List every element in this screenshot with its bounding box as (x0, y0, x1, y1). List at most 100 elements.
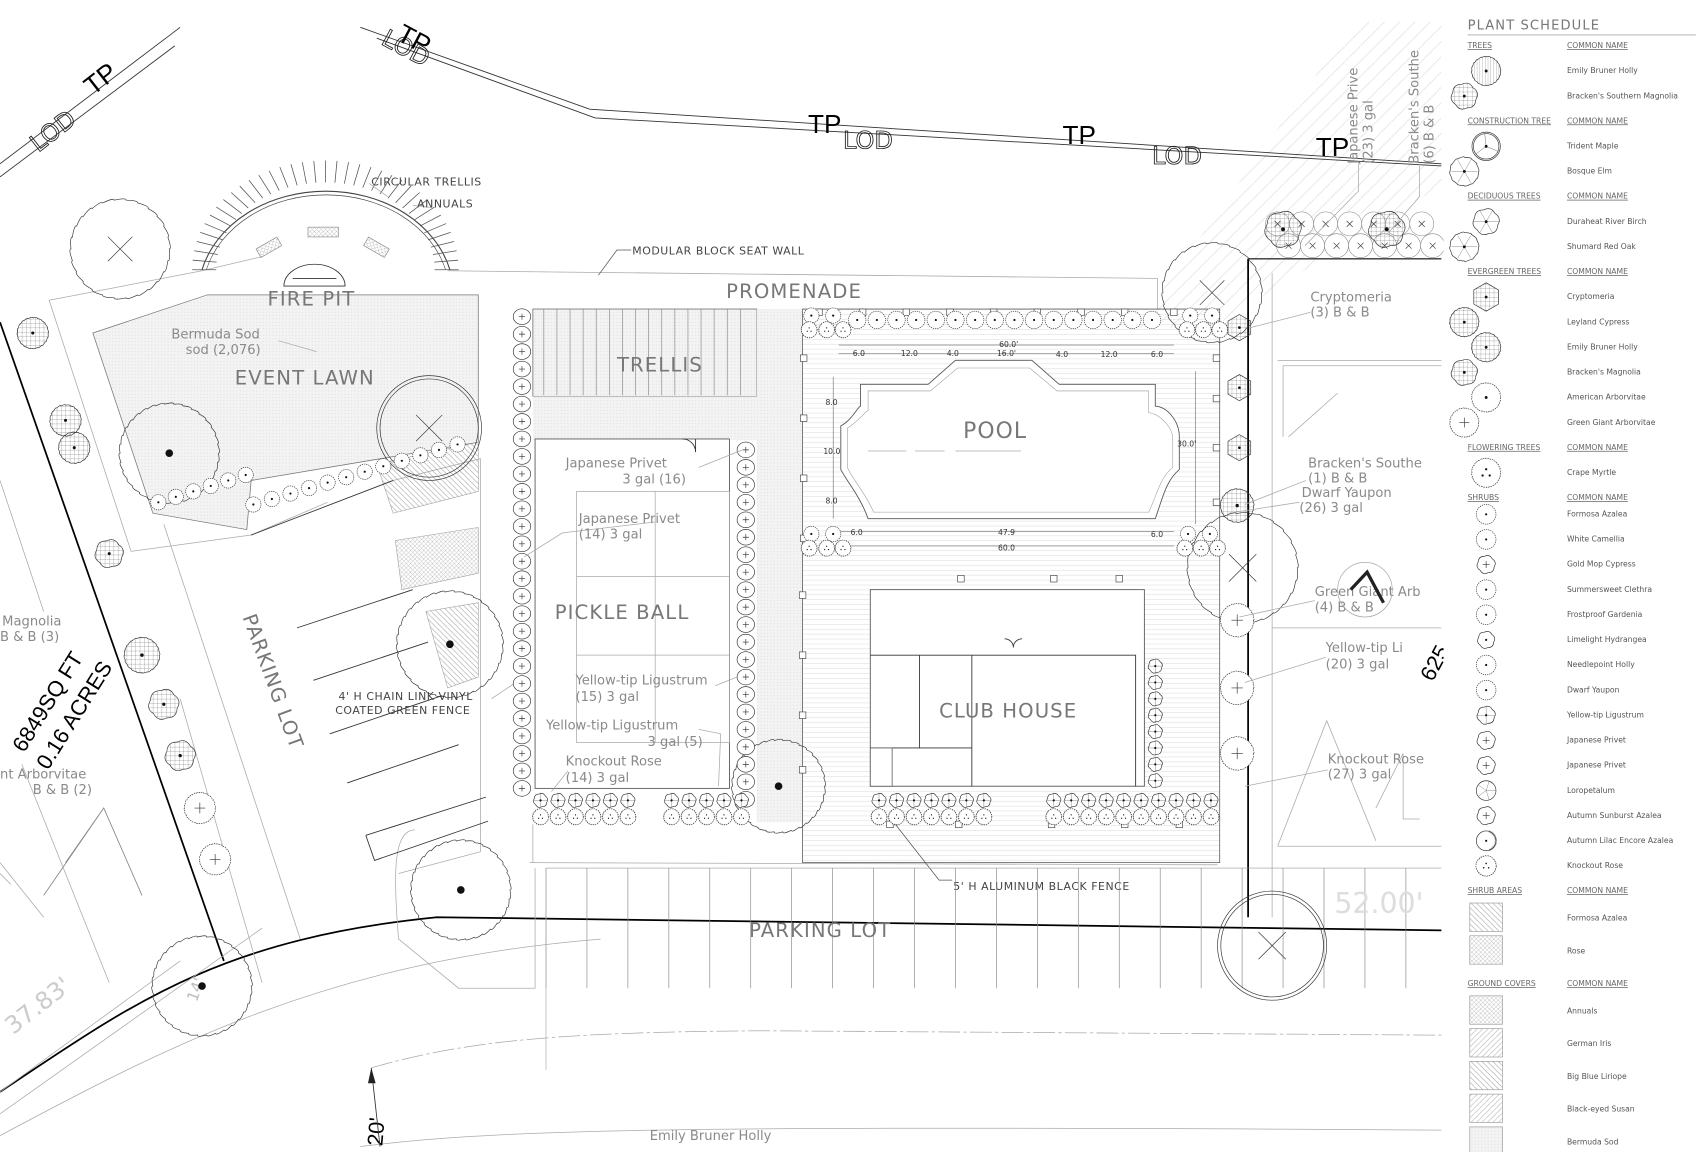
yellow-tip-ligustrum-icon (1147, 740, 1163, 756)
legend-symbol-icon (1476, 806, 1496, 826)
legend-plant-name: Needlepoint Holly (1567, 660, 1635, 669)
knockout-rose-icon (1185, 808, 1202, 826)
legend-common-name-heading: COMMON NAME (1567, 41, 1628, 50)
legend-symbol-icon (1476, 756, 1496, 775)
knockout-rose-icon (870, 808, 888, 826)
yellow-tip-ligustrum-icon (1133, 792, 1149, 809)
japanese-privet-icon (736, 511, 755, 528)
japanese-privet-icon (512, 325, 532, 343)
evergreen-tree-icon (1227, 374, 1252, 402)
yellow-tip-ligustrum-icon (923, 792, 940, 809)
dwarf-yaupon-icon (1123, 310, 1142, 330)
yellow-tip-ligustrum-icon (620, 792, 636, 809)
japanese-privet-icon (512, 535, 532, 552)
dwarf-yaupon-icon (825, 307, 842, 324)
yellow-tip-ligustrum-icon (871, 792, 887, 809)
shrub-icon (1337, 211, 1362, 237)
legend-group-heading: EVERGREEN TREES (1468, 267, 1542, 276)
legend-common-name-heading: COMMON NAME (1567, 443, 1628, 452)
pool-dimension-label: 4.0 (1056, 350, 1068, 359)
knockout-rose-icon (715, 808, 733, 826)
knockout-rose-icon (834, 539, 852, 557)
aluminum-fence-label: 5' H ALUMINUM BLACK FENCE (953, 880, 1129, 893)
legend-plant-name: Japanese Privet (1566, 761, 1626, 770)
yellow-tip-ligustrum-icon (602, 792, 619, 809)
pool-dimension-label: 30.0' (1177, 440, 1196, 449)
legend-symbol-icon (1475, 604, 1497, 625)
knockout-rose-icon (1202, 808, 1220, 826)
legend-symbol-icon (1475, 830, 1497, 852)
knockout-rose-icon (1178, 321, 1196, 339)
dwarf-yaupon-icon (1182, 307, 1199, 324)
seat-wall-leader (598, 249, 632, 276)
legend-symbol-icon (1449, 307, 1480, 338)
yellow-tip-ligustrum-icon (1115, 792, 1132, 809)
walkway (756, 309, 803, 823)
evergreen-tree-icon (1220, 736, 1255, 771)
japanese-privet-icon (512, 483, 532, 500)
knockout-rose-icon (698, 808, 715, 826)
knockout-rose-icon (1176, 539, 1194, 557)
legend-symbol-icon (1471, 332, 1502, 363)
japanese-privet-icon (512, 780, 532, 797)
knockout-rose-icon (1062, 808, 1080, 826)
knockout-rose-icon (800, 321, 818, 339)
formosa-azalea-icon (431, 441, 447, 458)
tree-icon (395, 590, 504, 699)
pool-dimension-label: 16.0' (997, 349, 1016, 358)
yellow-tip-ligustrum-icon (550, 792, 566, 809)
dwarf-yaupon-icon (926, 310, 945, 330)
knockout-rose-icon (922, 808, 940, 826)
yellow-tip-ligustrum-icon (1185, 792, 1202, 809)
legend-plant-name: Cryptomeria (1567, 292, 1615, 301)
legend-group-heading: FLOWERING TREES (1468, 443, 1541, 452)
knockout-rose-icon (715, 808, 733, 826)
knockout-rose-icon (584, 808, 602, 826)
pool-dimension-label: 8.0 (826, 496, 838, 505)
knockout-rose-icon (1062, 808, 1080, 826)
trellis-slats (543, 309, 741, 396)
knockout-rose-icon (1097, 808, 1115, 826)
dwarf-yaupon-icon (848, 310, 867, 330)
knockout-rose-icon (1192, 539, 1210, 557)
yellow-tip-ligustrum-icon (733, 792, 750, 809)
knockout-rose-icon (1192, 539, 1210, 557)
knockout-rose-icon (619, 808, 637, 826)
plant-callout-label: Bracken's Southe (1407, 50, 1422, 164)
evergreen-tree-icon (49, 404, 82, 437)
plant-callout-label: (26) 3 gal (1299, 501, 1363, 516)
legend-plant-name: Dwarf Yaupon (1567, 685, 1620, 694)
evergreen-tree-icon (199, 843, 232, 876)
dimension-37-83: 37.83' (0, 971, 76, 1039)
dwarf-yaupon-icon (803, 525, 820, 542)
legend-symbol-icon (1475, 855, 1497, 877)
japanese-privet-icon (736, 703, 755, 721)
hatched-buffer-zone (1135, 21, 1442, 328)
plant-callout-label: B & B (3) (0, 630, 59, 645)
dwarf-yaupon-icon (1204, 307, 1221, 324)
knockout-rose-icon (1080, 808, 1098, 826)
legend-plant-name: Bosque Elm (1567, 167, 1612, 176)
japanese-privet-icon (736, 756, 755, 773)
legend-symbol-icon (1471, 382, 1502, 413)
legend-group-heading: SHRUB AREAS (1468, 886, 1523, 895)
knockout-rose-icon (1115, 808, 1133, 826)
yellow-tip-ligustrum-icon (1150, 792, 1167, 809)
plant-callout-label: Magnolia (2, 615, 61, 630)
seat-wall-label: MODULAR BLOCK SEAT WALL (632, 244, 804, 257)
legend-plant-name: Duraheat River Birch (1567, 217, 1647, 226)
tree-icon (731, 738, 826, 834)
yellow-tip-ligustrum-icon (1168, 792, 1184, 809)
legend-symbol-icon (1476, 730, 1496, 750)
evergreen-tree-icon (94, 539, 124, 568)
legend-group-heading: CONSTRUCTION TREE (1468, 116, 1552, 125)
knockout-rose-icon (567, 808, 584, 826)
formosa-azalea-icon (375, 458, 392, 475)
legend-plant-name: Limelight Hydrangea (1567, 635, 1647, 644)
legend-plant-name: Japanese Privet (1566, 736, 1626, 745)
plant-callout-label: Yellow-tip Ligustrum (545, 718, 678, 733)
legend-plant-name: German Iris (1567, 1039, 1611, 1048)
dwarf-yaupon-icon (825, 525, 842, 542)
knockout-rose-icon (1150, 808, 1168, 826)
